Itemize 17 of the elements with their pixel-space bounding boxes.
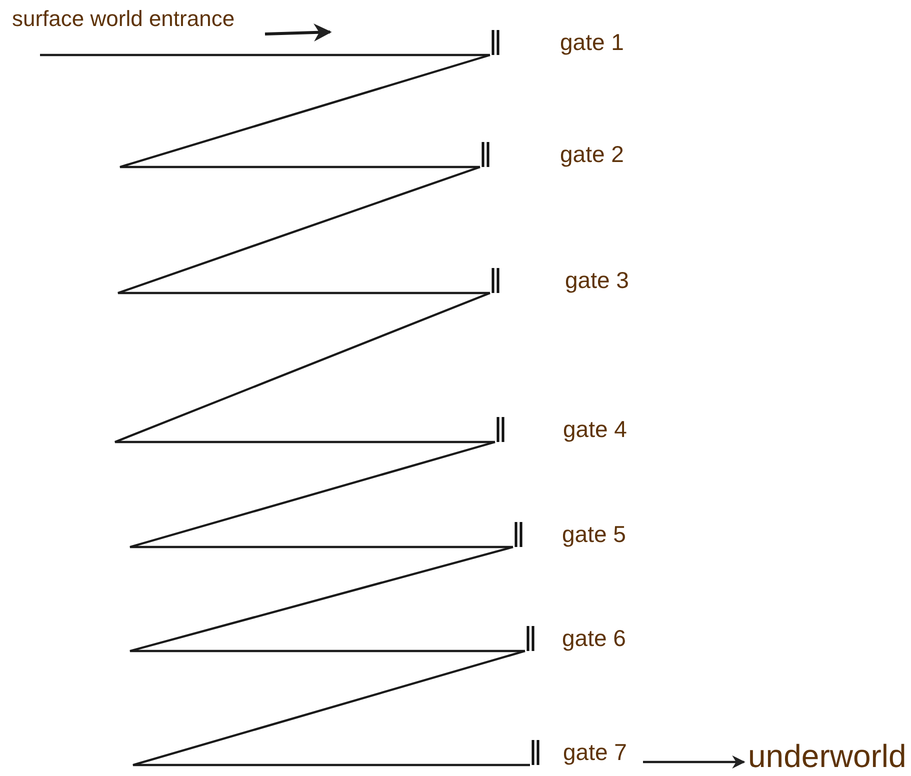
path-line [114, 292, 495, 444]
path-line [118, 54, 490, 168]
path-line [128, 546, 525, 652]
path-line [128, 440, 513, 548]
destination-label: underworld [748, 738, 906, 775]
entrance-label: surface world entrance [12, 6, 235, 32]
path-line [116, 166, 490, 294]
path-line [40, 54, 490, 56]
gate-label: gate 7 [563, 739, 627, 766]
path-line [132, 650, 530, 766]
gate-label: gate 6 [562, 625, 626, 652]
gate-label: gate 2 [560, 141, 624, 168]
gate-label: gate 5 [562, 521, 626, 548]
gate-label: gate 3 [565, 267, 629, 294]
gate-label: gate 4 [563, 416, 627, 443]
gate-label: gate 1 [560, 29, 624, 56]
arrow [643, 755, 746, 769]
